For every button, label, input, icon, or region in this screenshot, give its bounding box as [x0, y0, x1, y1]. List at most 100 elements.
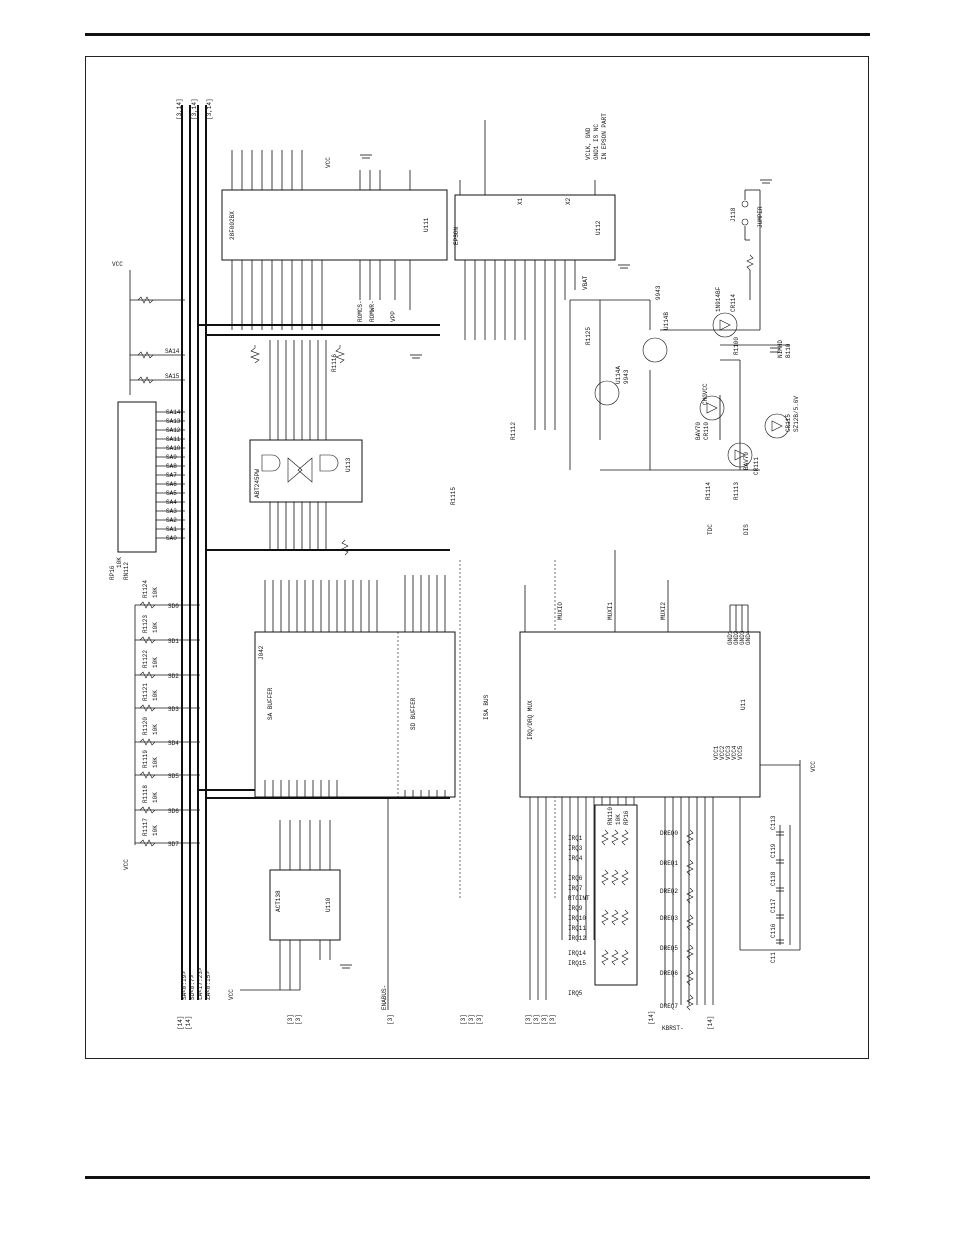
ic-ref: U114B — [663, 312, 670, 330]
resistor-label: R1113 — [733, 482, 740, 500]
sheet-refs: [14] [14] [3] [3] [3] [3] [3] [3] [3] [3… — [177, 1011, 714, 1030]
irq-labels: IRQ1 IRQ3 IRQ4 IRQ6 IRQ7 RTCINT IRQ9 IRQ… — [568, 835, 590, 997]
svg-text:RTCINT: RTCINT — [568, 895, 590, 902]
kbrst-label: KBRST- — [662, 1025, 684, 1032]
ic-u11: U11 IRQ/DRQ MUX MUXIO MUXI1 MUXI2 GND1 G… — [519, 550, 817, 1005]
resistor-label: R1122 — [142, 650, 149, 668]
power-section: U114A 9943 U114B 9943 CR110 BAV70 CHGVCC… — [450, 189, 800, 535]
resistor-value: 10K — [152, 757, 159, 768]
svg-text:[3,14]: [3,14] — [176, 98, 183, 120]
block-label: MUXI1 — [607, 602, 614, 620]
drq-label: DREQ6 — [660, 970, 678, 977]
svg-text:[3]: [3] — [460, 1014, 467, 1025]
resistor-value: 10K — [152, 690, 159, 701]
cap-label: C119 — [770, 843, 777, 858]
resnet-rn110: RN110 10K RP16 — [594, 804, 638, 986]
svg-text:SA1: SA1 — [166, 526, 177, 533]
diode-label: CHGVCC — [702, 383, 709, 405]
ic-u112: U112 EPSON X1 X2 VCLK, GND GND1 IS NC IN… — [453, 113, 616, 430]
resistor-value: 10K — [152, 622, 159, 633]
ic-ref: J042 — [258, 645, 265, 660]
svg-text:[3,14]: [3,14] — [206, 98, 213, 120]
pin-label: GND2 — [733, 630, 740, 645]
diode-label: SZ12B/5.6V — [793, 396, 800, 432]
svg-text:IRQ10: IRQ10 — [568, 915, 586, 922]
romcs-label: ROMCS- — [357, 300, 364, 322]
drq-label: DREQ1 — [660, 860, 678, 867]
ic-ref: U111 — [423, 217, 430, 232]
svg-text:IRQ5: IRQ5 — [568, 990, 583, 997]
resnet-value: 10K — [615, 814, 622, 825]
svg-text:SA13: SA13 — [166, 418, 181, 425]
block-label: IRQ/DRQ MUX — [527, 700, 534, 740]
drq-label: DREQ3 — [660, 915, 678, 922]
resnet-value: 10K — [116, 557, 123, 568]
main-buses — [181, 105, 450, 1000]
resistor-value: 10K — [152, 657, 159, 668]
ic-part: ABT245PW — [254, 469, 261, 498]
drq-label: DREQ5 — [660, 945, 678, 952]
u112-note: GND1 IS NC — [593, 124, 600, 160]
diode-label: CR115 — [785, 414, 792, 432]
x1-label: X1 — [517, 197, 524, 205]
resistor-label: R1124 — [142, 580, 149, 598]
svg-text:IRQ15: IRQ15 — [568, 960, 586, 967]
diode-label: CR111 — [753, 457, 760, 475]
diode-label: 1N914BF — [715, 286, 722, 312]
svg-text:[3]: [3] — [525, 1014, 532, 1025]
romwr-label: ROMWR- — [369, 300, 376, 322]
pin-label: VCC1 — [713, 745, 720, 760]
sd-pullup-labels: R1124 10K SD0 R1123 10K SD1 R1122 10K SD… — [123, 580, 179, 870]
svg-text:[3]: [3] — [476, 1014, 483, 1025]
svg-text:SA7: SA7 — [166, 472, 177, 479]
svg-text:SA0: SA0 — [166, 535, 177, 542]
svg-text:SA12: SA12 — [166, 427, 181, 434]
pin-label: VCC3 — [725, 745, 732, 760]
svg-text:[14]: [14] — [707, 1016, 714, 1030]
resistor-label: R1125 — [585, 327, 592, 345]
resistor-value: 10K — [152, 825, 159, 836]
svg-text:ZA<0:15>: ZA<0:15> — [205, 971, 212, 1000]
sa-upper-resistors: SA14 SA15 VCC — [112, 261, 185, 395]
jumper-j118: J118 JUMPER — [730, 190, 764, 300]
pin-label: VCC5 — [737, 745, 744, 760]
vcc-label: VCC — [228, 989, 235, 1000]
net-label: SD2 — [168, 673, 179, 680]
diode-label: BAV70 — [695, 422, 702, 440]
ic-u113: U113 ABT245PW — [249, 340, 363, 550]
svg-text:SA<0:19>: SA<0:19> — [181, 971, 188, 1000]
svg-text:IRQ12: IRQ12 — [568, 935, 586, 942]
block-label: MUXIO — [557, 602, 564, 620]
block-label: ISA BUS — [483, 694, 490, 720]
ic-part: EPSON — [453, 227, 460, 245]
net-label: SD0 — [168, 603, 179, 610]
ic-ref: U113 — [345, 457, 352, 472]
resistor-value: 10K — [152, 724, 159, 735]
svg-text:IRQ3: IRQ3 — [568, 845, 583, 852]
net-label: SD3 — [168, 706, 179, 713]
enabus-label: ENABUS- — [381, 985, 388, 1010]
svg-text:SA11: SA11 — [166, 436, 181, 443]
vpp-label: VPP — [390, 311, 397, 322]
svg-text:[14]: [14] — [177, 1016, 184, 1030]
pin-label: GND3 — [739, 630, 746, 645]
tdc-label: TDC — [707, 524, 714, 535]
bus-bottom-labels: SA<0:19> SD<0:7> LA<17:23> ZA<0:15> — [181, 967, 212, 1000]
ic-j042: J042 SA BUFFER SD BUFFER ISA BUS ENABUS- — [254, 560, 556, 1010]
resnet-ref: RN112 — [123, 562, 130, 580]
resnet-part: RP16 — [109, 565, 116, 580]
svg-text:LA<17:23>: LA<17:23> — [197, 967, 204, 1000]
vcc-label: VCC — [325, 157, 332, 168]
cap-label: C117 — [770, 898, 777, 913]
x2-label: X2 — [565, 197, 572, 205]
svg-text:SA2: SA2 — [166, 517, 177, 524]
resistor-label: R1120 — [142, 717, 149, 735]
ic-ref: U11 — [740, 699, 747, 710]
svg-text:[3]: [3] — [295, 1014, 302, 1025]
resistor-value: 10K — [152, 792, 159, 803]
net-label: SD1 — [168, 638, 179, 645]
vcc-label: VCC — [112, 261, 123, 268]
svg-text:[14]: [14] — [185, 1016, 192, 1030]
pin-label: GND4 — [745, 630, 752, 645]
